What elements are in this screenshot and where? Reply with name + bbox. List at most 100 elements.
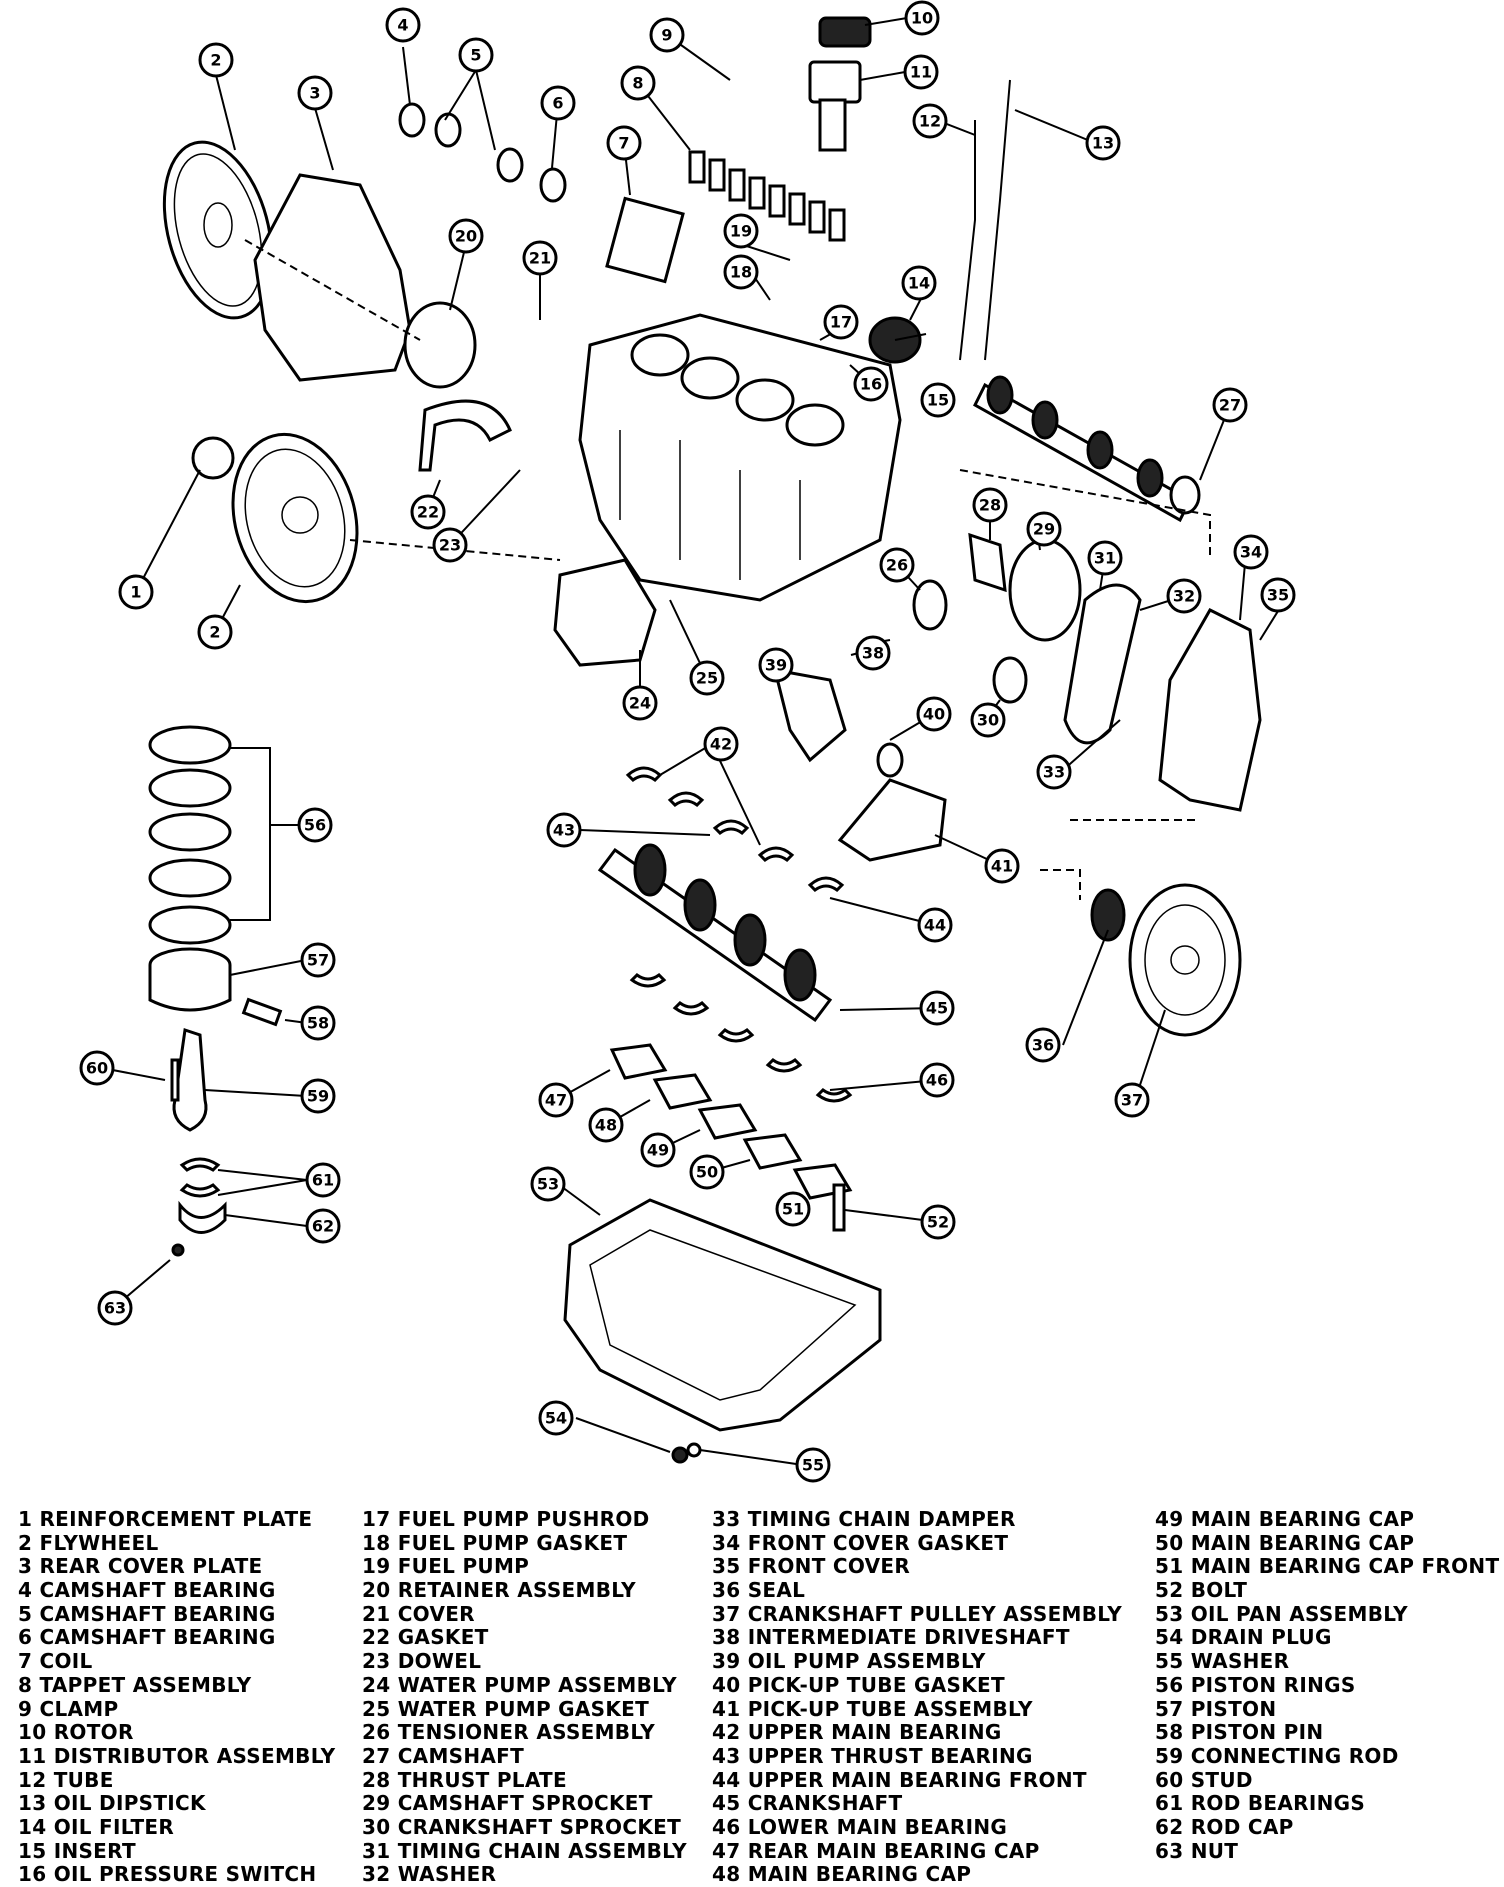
- svg-text:33: 33: [1043, 763, 1065, 782]
- svg-text:17: 17: [830, 313, 852, 332]
- legend-item: 58 PISTON PIN: [1155, 1720, 1499, 1745]
- legend-item: 36 SEAL: [712, 1578, 1122, 1603]
- legend-item-label: PICK-UP TUBE GASKET: [747, 1672, 1005, 1697]
- legend-item-number: 30: [362, 1814, 391, 1839]
- legend-item: 50 MAIN BEARING CAP: [1155, 1530, 1499, 1556]
- legend-item-number: 47: [712, 1838, 741, 1863]
- svg-text:8: 8: [632, 74, 643, 93]
- tensioner-illustration: [912, 579, 948, 631]
- svg-text:49: 49: [647, 1141, 669, 1160]
- retainer-illustration: [403, 301, 477, 389]
- svg-text:32: 32: [1173, 587, 1195, 606]
- legend-item-number: 57: [1155, 1696, 1184, 1721]
- legend-item-number: 58: [1155, 1720, 1184, 1745]
- svg-text:34: 34: [1240, 543, 1262, 562]
- legend-item-number: 21: [362, 1601, 391, 1626]
- callout-51: 51: [775, 1191, 811, 1227]
- legend-item: 7 COIL: [18, 1649, 335, 1674]
- svg-text:3: 3: [309, 84, 320, 103]
- legend-item-label: REINFORCEMENT PLATE: [39, 1507, 313, 1531]
- legend-item-number: 52: [1155, 1578, 1184, 1603]
- callout-41: 41: [984, 848, 1020, 884]
- legend-item: 60 STUD: [1155, 1768, 1499, 1793]
- legend-item-number: 11: [18, 1743, 47, 1768]
- legend-item-label: TENSIONER ASSEMBLY: [397, 1720, 656, 1745]
- legend-item-number: 14: [18, 1814, 47, 1839]
- legend-item: 42 UPPER MAIN BEARING: [712, 1720, 1122, 1745]
- piston-rings-illustration: [148, 725, 232, 945]
- front-seal-illustration: [1090, 888, 1126, 942]
- callout-24: 24: [622, 685, 658, 721]
- legend-item-number: 19: [362, 1554, 391, 1579]
- legend-item-label: WATER PUMP ASSEMBLY: [397, 1672, 677, 1697]
- svg-text:56: 56: [304, 816, 326, 835]
- legend-item-label: CLAMP: [39, 1696, 119, 1721]
- callout-15: 15: [920, 382, 956, 418]
- svg-text:15: 15: [927, 391, 949, 410]
- callout-25: 25: [689, 660, 725, 696]
- legend-item-number: 29: [362, 1791, 391, 1816]
- legend-item: 14 OIL FILTER: [18, 1814, 335, 1840]
- svg-text:13: 13: [1092, 134, 1114, 153]
- legend-item: 32 WASHER: [362, 1862, 687, 1887]
- svg-text:27: 27: [1219, 396, 1241, 415]
- legend-item-label: REAR COVER PLATE: [39, 1554, 263, 1579]
- legend-item: 45 CRANKSHAFT: [712, 1791, 1122, 1816]
- reinforcement-plate-illustration: [191, 436, 235, 480]
- legend-item-label: MAIN BEARING CAP: [1190, 1530, 1415, 1555]
- legend-item-label: TIMING CHAIN ASSEMBLY: [397, 1838, 687, 1863]
- crankshaft-sprocket-illustration: [992, 656, 1028, 704]
- svg-text:18: 18: [730, 263, 752, 282]
- svg-text:4: 4: [397, 16, 408, 35]
- callout-32: 32: [1166, 578, 1202, 614]
- legend-item: 11 DISTRIBUTOR ASSEMBLY: [18, 1743, 335, 1769]
- legend-item: 44 UPPER MAIN BEARING FRONT: [712, 1767, 1122, 1793]
- legend-item-number: 51: [1155, 1554, 1184, 1579]
- legend-item-number: 15: [18, 1838, 47, 1863]
- legend-item: 18 FUEL PUMP GASKET: [362, 1531, 687, 1556]
- callout-53: 53: [530, 1166, 566, 1202]
- svg-text:20: 20: [455, 227, 477, 246]
- legend-item-number: 49: [1155, 1507, 1184, 1531]
- drain-plug-illustration: [671, 1446, 689, 1464]
- svg-text:22: 22: [417, 503, 439, 522]
- svg-text:6: 6: [552, 94, 563, 113]
- callout-13: 13: [1085, 125, 1121, 161]
- legend-item: 12 TUBE: [18, 1767, 335, 1793]
- svg-text:50: 50: [696, 1163, 718, 1182]
- legend-item: 26 TENSIONER ASSEMBLY: [362, 1720, 687, 1745]
- svg-text:37: 37: [1121, 1091, 1143, 1110]
- legend-item-label: MAIN BEARING CAP FRONT: [1190, 1554, 1500, 1579]
- legend-item-number: 22: [362, 1625, 391, 1650]
- callout-19: 19: [723, 213, 759, 249]
- legend-item-number: 37: [712, 1601, 741, 1626]
- legend-item-number: 20: [362, 1578, 391, 1603]
- main-bearing-caps-illustration: [609, 1043, 853, 1200]
- legend-item-number: 62: [1155, 1814, 1184, 1839]
- crankshaft-pulley-illustration: [1128, 883, 1242, 1037]
- legend-item-number: 39: [712, 1649, 741, 1674]
- svg-text:26: 26: [886, 556, 908, 575]
- legend-item-number: 4: [18, 1578, 33, 1603]
- legend-item-number: 61: [1155, 1791, 1184, 1816]
- svg-text:9: 9: [661, 26, 672, 45]
- legend-item-number: 25: [362, 1696, 391, 1721]
- legend-item-label: TUBE: [53, 1767, 114, 1792]
- legend-item-label: UPPER MAIN BEARING FRONT: [747, 1767, 1087, 1792]
- legend-item-number: 5: [18, 1601, 33, 1626]
- legend-item-number: 48: [712, 1862, 741, 1887]
- legend-item-number: 36: [712, 1578, 741, 1603]
- legend-item-number: 28: [362, 1767, 391, 1792]
- legend-item-label: CAMSHAFT BEARING: [39, 1601, 276, 1626]
- legend-item-label: WASHER: [397, 1862, 497, 1887]
- legend-item-number: 43: [712, 1743, 741, 1768]
- legend-item-number: 35: [712, 1554, 741, 1579]
- legend-item-number: 45: [712, 1791, 741, 1816]
- legend-item-label: OIL FILTER: [53, 1814, 175, 1839]
- svg-text:7: 7: [618, 134, 629, 153]
- legend-item-number: 2: [18, 1530, 33, 1555]
- legend-item: 10 ROTOR: [18, 1720, 335, 1745]
- legend-item-label: GASKET: [397, 1625, 489, 1650]
- legend-item: 54 DRAIN PLUG: [1155, 1626, 1499, 1650]
- distributor-illustration: [808, 16, 872, 152]
